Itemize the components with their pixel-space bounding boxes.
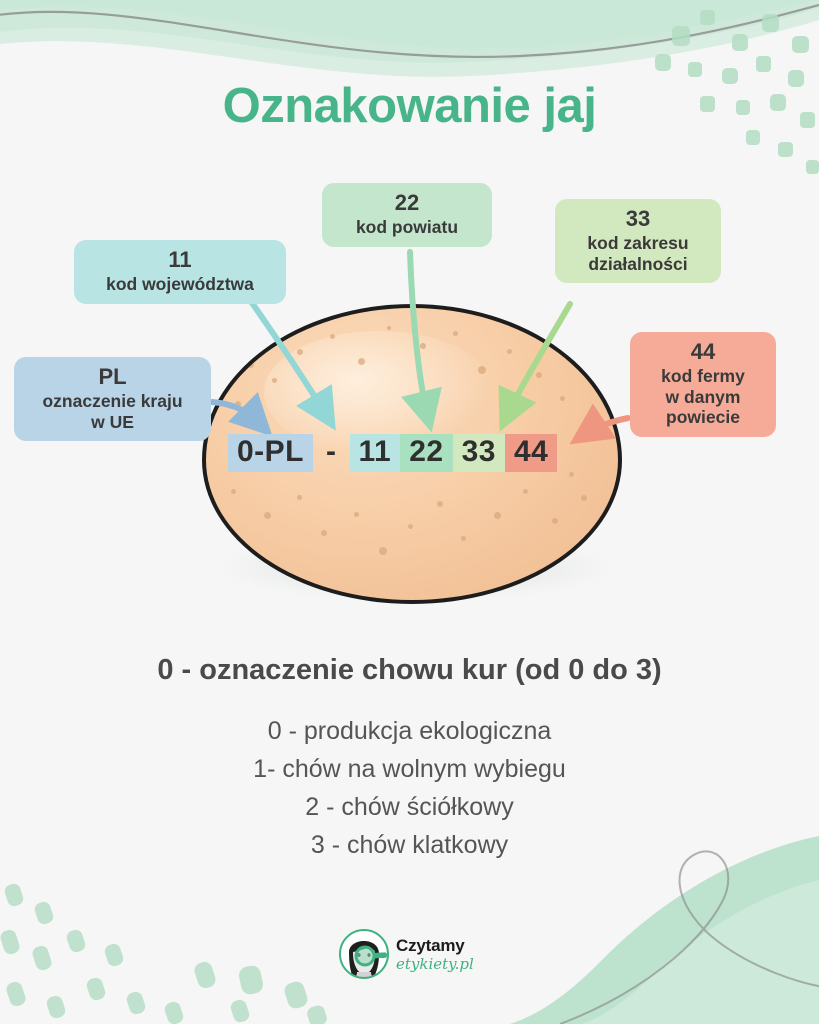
code-segment-33: 33: [452, 434, 505, 472]
logo-face-magnifier-icon: [338, 928, 390, 980]
callout-22-code: 22: [394, 190, 420, 215]
callout-33-code: 33: [625, 206, 651, 231]
callout-44-code: 44: [690, 339, 716, 364]
farming-list-item: 2 - chów ściółkowy: [305, 793, 514, 821]
callout-22: 22 kod powiatu: [322, 183, 492, 247]
code-segment-22: 22: [400, 434, 453, 472]
callout-11: 11 kod województwa: [74, 240, 286, 304]
callout-11-desc-1: kod województwa: [106, 273, 254, 294]
callout-pl-code: PL: [98, 364, 127, 389]
code-segment-11: 11: [349, 434, 401, 472]
callout-44-desc-2: w danym: [665, 386, 741, 407]
callout-44-desc-1: kod fermy: [661, 365, 745, 386]
callout-11-code: 11: [168, 247, 192, 272]
code-segment-dash: -: [326, 435, 337, 468]
logo-wordmark: Czytamy etykiety.pl: [396, 937, 474, 972]
callout-44: 44 kod fermy w danym powiecie: [630, 332, 776, 437]
farming-list-item: 1- chów na wolnym wybiegu: [253, 755, 566, 783]
page-title: Oznakowanie jaj: [222, 79, 597, 133]
callout-33-desc-2: działalności: [588, 253, 688, 274]
code-segment-44: 44: [504, 434, 558, 472]
farming-heading: 0 - oznaczenie chowu kur (od 0 do 3): [157, 654, 662, 686]
callout-33: 33 kod zakresu działalności: [555, 199, 721, 284]
farming-list-item: 3 - chów klatkowy: [310, 831, 509, 859]
code-segment-pl: 0-PL: [228, 434, 314, 472]
logo-line-1: Czytamy: [396, 935, 465, 955]
callout-pl: PL oznaczenie kraju w UE: [14, 357, 211, 442]
callout-33-desc-1: kod zakresu: [587, 232, 689, 253]
farming-list-item: 0 - produkcja ekologiczna: [267, 717, 552, 745]
callout-pl-desc-1: oznaczenie kraju: [42, 390, 183, 411]
farming-list: 0 - produkcja ekologiczna 1- chów na wol…: [0, 712, 819, 864]
egg-code-strip: 0-PL - 11 22 33 44: [228, 434, 558, 472]
brand-logo[interactable]: Czytamy etykiety.pl: [338, 925, 488, 983]
callout-44-desc-3: powiecie: [666, 407, 740, 428]
callout-pl-desc-2: w UE: [91, 411, 134, 432]
logo-line-2: etykiety.pl: [396, 954, 474, 973]
callout-22-desc-1: kod powiatu: [355, 216, 459, 237]
